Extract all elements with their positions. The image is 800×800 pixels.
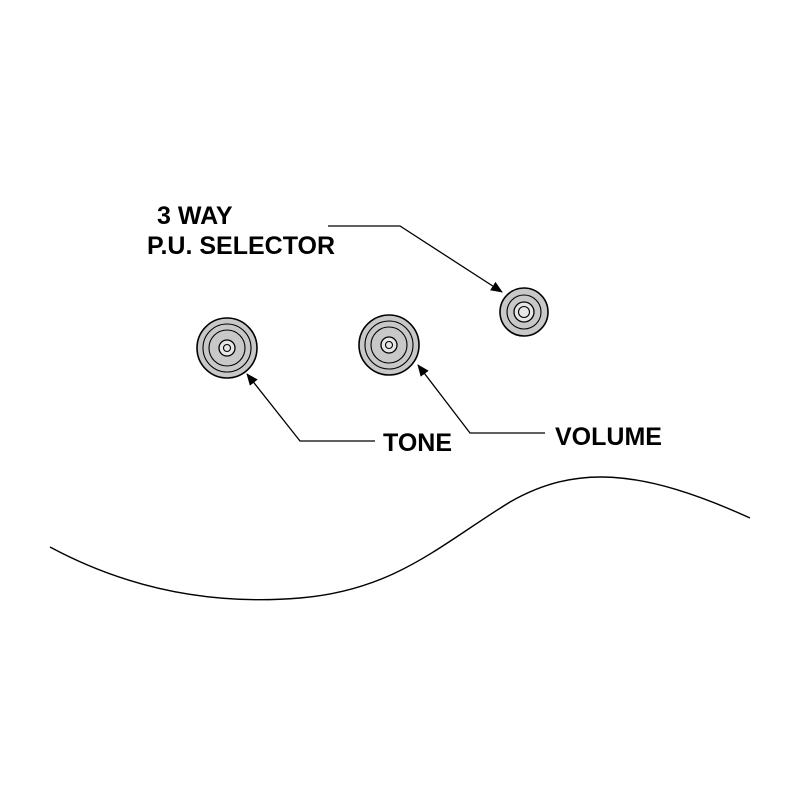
volume-label: VOLUME <box>555 423 662 451</box>
volume-knob-center <box>380 336 398 354</box>
volume-knob-icon <box>358 314 420 376</box>
volume-knob-ring-2 <box>370 326 408 364</box>
selector-tip-inner <box>517 305 531 319</box>
tone-knob-center <box>218 339 236 357</box>
tone-leader-arrow <box>246 373 375 442</box>
tone-knob-shaft <box>222 343 232 353</box>
volume-knob-ring-1 <box>364 320 414 370</box>
volume-knob-shaft <box>384 340 394 350</box>
tone-knob-ring-1 <box>202 323 252 373</box>
tone-label: TONE <box>383 429 452 457</box>
tone-knob-ring-2 <box>208 329 246 367</box>
selector-label-line1: 3 WAY <box>157 202 233 230</box>
guitar-body-outline <box>49 476 751 601</box>
selector-label-line2: P.U. SELECTOR <box>147 232 335 260</box>
volume-leader-arrow <box>417 364 545 434</box>
tone-knob-icon <box>196 317 258 379</box>
selector-tip <box>513 301 535 323</box>
selector-middle-ring <box>506 294 542 330</box>
pickup-selector-switch-icon <box>499 287 549 337</box>
selector-leader-arrow <box>328 225 503 293</box>
